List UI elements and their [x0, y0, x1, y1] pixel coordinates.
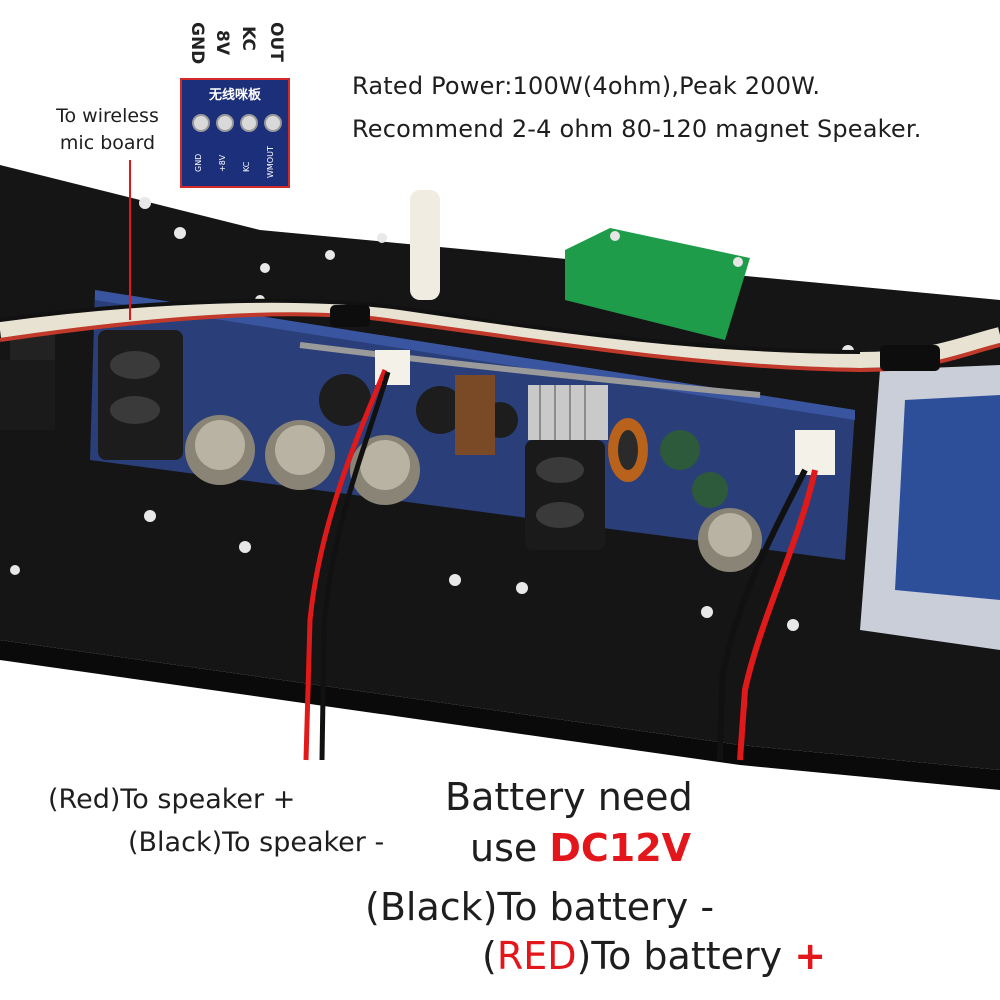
header-pin-2 — [216, 114, 234, 132]
pin-label-kc: KC — [238, 26, 258, 51]
battery-voltage-value: DC12V — [549, 826, 692, 870]
mic-header-board: 无线咪板 GND +8V KC WMOUT — [180, 78, 290, 188]
battery-voltage-prefix: use — [470, 826, 550, 870]
mic-header-title: 无线咪板 — [208, 88, 261, 103]
board-pin-8v: +8V — [218, 154, 227, 172]
header-pin-1 — [192, 114, 210, 132]
board-pin-wmout: WMOUT — [266, 146, 275, 178]
board-pin-kc: KC — [242, 161, 251, 172]
mic-caption-line2: mic board — [59, 132, 156, 154]
header-pin-3 — [240, 114, 258, 132]
battery-voltage-label: use DC12V — [470, 826, 691, 870]
spec-rated-power: Rated Power:100W(4ohm),Peak 200W. — [352, 72, 821, 100]
pin-label-8v: 8V — [212, 30, 232, 55]
pin-label-out: OUT — [266, 22, 286, 62]
speaker-black-label: (Black)To speaker - — [128, 827, 385, 858]
battery-red-word: RED — [496, 934, 577, 978]
battery-red-open: ( — [482, 934, 497, 978]
mic-board-caption: To wireless mic board — [40, 103, 175, 157]
board-pin-gnd: GND — [194, 153, 203, 172]
battery-black-label: (Black)To battery - — [365, 885, 715, 929]
battery-red-rest: )To battery — [576, 934, 795, 978]
speaker-red-label: (Red)To speaker + — [48, 784, 296, 815]
pin-label-gnd-rot: GND — [187, 22, 207, 65]
battery-red-plus: + — [794, 934, 827, 978]
header-pin-4 — [264, 114, 282, 132]
mic-caption-line1: To wireless — [56, 105, 159, 127]
battery-red-label: (RED)To battery + — [482, 934, 826, 978]
battery-need-label: Battery need — [445, 775, 693, 819]
spec-recommend-speaker: Recommend 2-4 ohm 80-120 magnet Speaker. — [352, 115, 922, 143]
